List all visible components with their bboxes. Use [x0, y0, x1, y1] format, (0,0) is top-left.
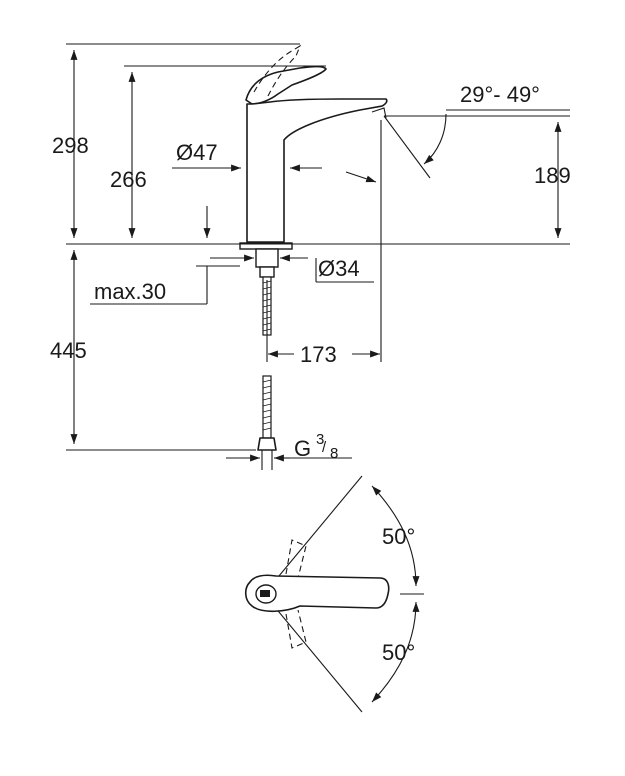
dimension-lines [66, 43, 570, 462]
dim-connection: G 3 / 8 [294, 431, 338, 462]
dim-lever-angle-lower: 50° [382, 640, 415, 665]
svg-text:8: 8 [330, 445, 338, 462]
dim-lever-angle-upper: 50° [382, 524, 415, 549]
lever-dashed-outline [253, 44, 302, 97]
svg-text:/: / [322, 439, 327, 456]
faucet-top-view [244, 475, 424, 713]
faucet-body [246, 98, 388, 243]
svg-text:G: G [294, 436, 311, 461]
spout-tip [371, 107, 387, 119]
dim-body-diameter: Ø47 [176, 140, 218, 165]
dim-max-thickness: max.30 [94, 279, 166, 304]
lever-dashed-upper [285, 539, 307, 579]
faucet-side-view [239, 44, 388, 470]
dim-thread-diameter: Ø34 [318, 256, 360, 281]
lever-dashed-lower [285, 609, 307, 649]
dim-total-height: 298 [52, 133, 89, 158]
dim-spout-angle: 29°- 49° [460, 82, 540, 107]
dim-projection: 173 [300, 342, 337, 367]
svg-text:3: 3 [316, 431, 324, 448]
lever-handle [245, 65, 327, 105]
dim-hose-length: 445 [50, 338, 87, 363]
dim-handle-height: 266 [110, 167, 147, 192]
dim-spout-height: 189 [534, 163, 571, 188]
